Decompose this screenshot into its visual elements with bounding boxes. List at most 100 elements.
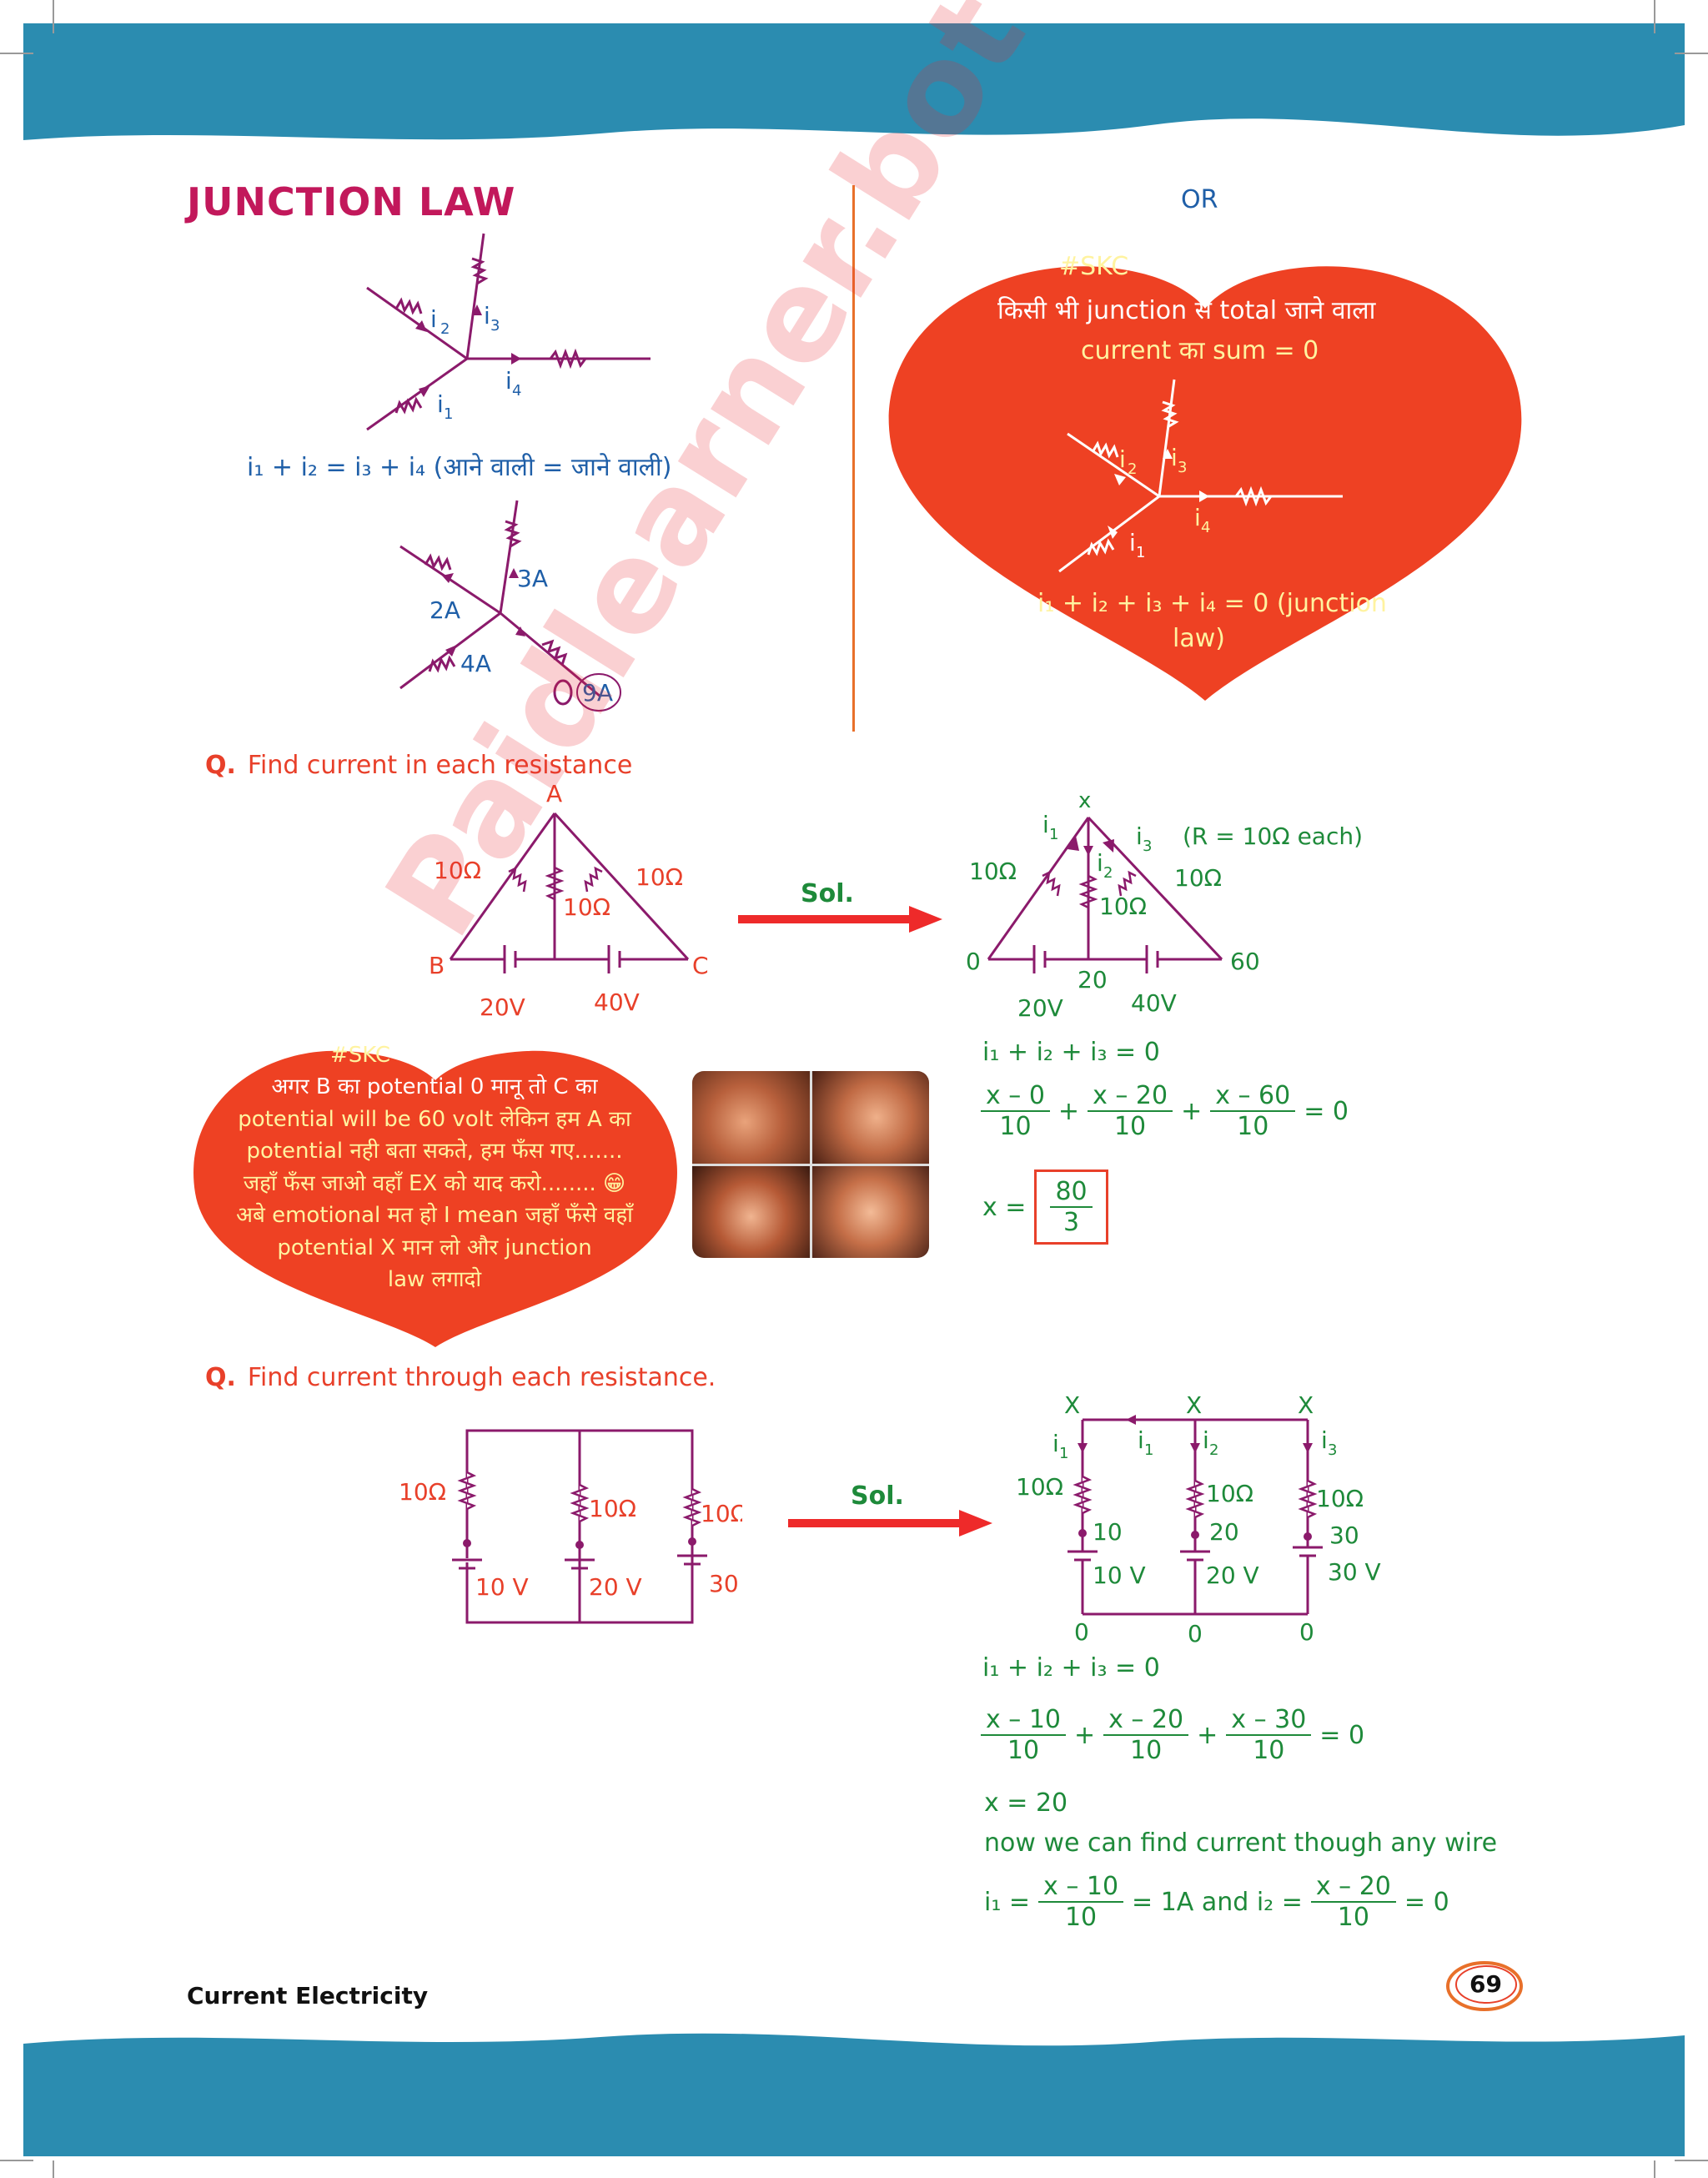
svg-text:30: 30: [1329, 1522, 1359, 1549]
question-1-text: Find current in each resistance: [247, 751, 633, 780]
svg-text:i: i: [1203, 1426, 1209, 1454]
top-banner: [0, 0, 1708, 140]
svg-text:1: 1: [1049, 826, 1058, 843]
svg-text:2: 2: [1209, 1441, 1218, 1459]
svg-text:0: 0: [966, 948, 981, 975]
meme-panel-1: [692, 1071, 810, 1164]
heart-shape-skc: [193, 1050, 677, 1347]
junction-equation: i₁ + i₂ = i₃ + i₄ (आने वाली = जाने वाली): [247, 453, 672, 482]
svg-text:i: i: [1171, 444, 1178, 471]
label-i3: i: [484, 302, 490, 329]
question-2-label: Q.: [205, 1363, 236, 1392]
svg-text:10Ω: 10Ω: [635, 863, 683, 891]
skc-lines: अगर B का potential 0 मानू तो C का potent…: [236, 1074, 633, 1292]
svg-text:30 V: 30 V: [709, 1570, 742, 1597]
question-2-text: Find current through each resistance.: [247, 1363, 716, 1392]
svg-text:10Ω: 10Ω: [1099, 893, 1147, 920]
svg-text:10Ω: 10Ω: [1174, 864, 1222, 892]
svg-text:20 V: 20 V: [589, 1573, 642, 1601]
page-number: 69: [1469, 1970, 1502, 1998]
label-4a: 4A: [460, 650, 491, 677]
svg-text:2: 2: [1103, 864, 1113, 882]
svg-text:i: i: [1052, 1430, 1059, 1457]
svg-text:4: 4: [1201, 519, 1210, 536]
q1-triangle-circuit: A B C 10Ω 10Ω 10Ω 20V 40V: [429, 780, 709, 1021]
svg-text:20 V: 20 V: [1206, 1562, 1259, 1589]
svg-text:X: X: [1298, 1391, 1314, 1419]
or-equation-line2: law): [1173, 624, 1225, 653]
q2-sol-arrow: [788, 1510, 992, 1537]
svg-text:X: X: [1186, 1391, 1202, 1419]
svg-text:3: 3: [490, 317, 500, 334]
meme-panel-3: [692, 1165, 810, 1258]
svg-text:40V: 40V: [1131, 989, 1177, 1017]
question-1-label: Q.: [205, 751, 236, 780]
svg-text:10Ω: 10Ω: [701, 1500, 742, 1527]
svg-text:4: 4: [512, 382, 521, 400]
svg-text:1: 1: [1059, 1445, 1068, 1462]
svg-text:0: 0: [1188, 1620, 1203, 1647]
svg-text:10: 10: [1093, 1518, 1123, 1546]
svg-text:0: 0: [1299, 1618, 1314, 1646]
grin-emoji-icon: 😁: [603, 1170, 626, 1196]
svg-text:20: 20: [1209, 1518, 1239, 1546]
or-label: OR: [1181, 185, 1218, 214]
svg-text:3: 3: [1178, 459, 1187, 476]
q2-sol-circuit: X X X i 1 i 1 i 2 i 3 10Ω 10Ω 10Ω 10 20 …: [1016, 1391, 1381, 1647]
node-c-label: C: [692, 952, 709, 979]
footer-title: Current Electricity: [187, 1982, 429, 2009]
or-equation-line1: i₁ + i₂ + i₃ + i₄ = 0 (junction: [1037, 589, 1387, 618]
svg-text:10Ω: 10Ω: [1316, 1485, 1364, 1512]
question-2: Q. Find current through each resistance.: [205, 1363, 716, 1392]
q2-eq1: i₁ + i₂ + i₃ = 0: [982, 1653, 1160, 1683]
q2-sol-label: Sol.: [851, 1481, 904, 1511]
meme-panel-2: [811, 1071, 929, 1164]
svg-text:i: i: [1042, 811, 1049, 838]
svg-text:X: X: [1064, 1391, 1080, 1419]
meme-panel-4: [811, 1165, 929, 1258]
svg-text:1: 1: [1136, 544, 1145, 561]
svg-text:20: 20: [1078, 966, 1108, 993]
svg-text:10Ω: 10Ω: [1016, 1473, 1063, 1501]
label-i1: i: [437, 390, 444, 418]
q1-sol-arrow: [738, 906, 942, 933]
svg-text:i: i: [1321, 1426, 1328, 1454]
svg-text:i: i: [1129, 529, 1136, 556]
svg-text:20V: 20V: [1017, 994, 1063, 1022]
label-i4: i: [505, 367, 512, 395]
svg-text:2: 2: [1128, 460, 1137, 478]
or-tag: #SKC: [1059, 252, 1129, 281]
section-heading: JUNCTION LAW: [187, 179, 516, 224]
svg-text:10Ω: 10Ω: [969, 858, 1017, 885]
svg-text:1: 1: [1144, 1441, 1153, 1459]
svg-text:1: 1: [444, 405, 453, 423]
svg-text:3: 3: [1328, 1441, 1337, 1459]
page-number-badge: [1446, 1961, 1523, 2011]
column-divider: [852, 185, 855, 732]
or-line1: किसी भी junction से total जाने वाला: [997, 296, 1376, 325]
node-b-label: B: [429, 952, 445, 979]
q2-x-result: x = 20: [984, 1788, 1068, 1818]
meme-image: [692, 1071, 929, 1258]
junction-diagram-or: i 2 i 3 i 4 i 1: [1058, 379, 1343, 573]
q1-note: (R = 10Ω each): [1183, 822, 1363, 850]
svg-text:20V: 20V: [480, 993, 525, 1021]
q1-sol-label: Sol.: [801, 879, 854, 908]
svg-text:i: i: [1097, 849, 1103, 877]
node-a-label: A: [546, 780, 562, 807]
or-line2: current का sum = 0: [1081, 336, 1319, 365]
svg-text:i: i: [1119, 445, 1126, 473]
heart-shape-or: [888, 266, 1522, 701]
svg-text:10 V: 10 V: [1093, 1562, 1146, 1589]
label-3a: 3A: [517, 565, 548, 592]
svg-text:40V: 40V: [594, 988, 640, 1016]
svg-text:i: i: [1138, 1426, 1144, 1454]
